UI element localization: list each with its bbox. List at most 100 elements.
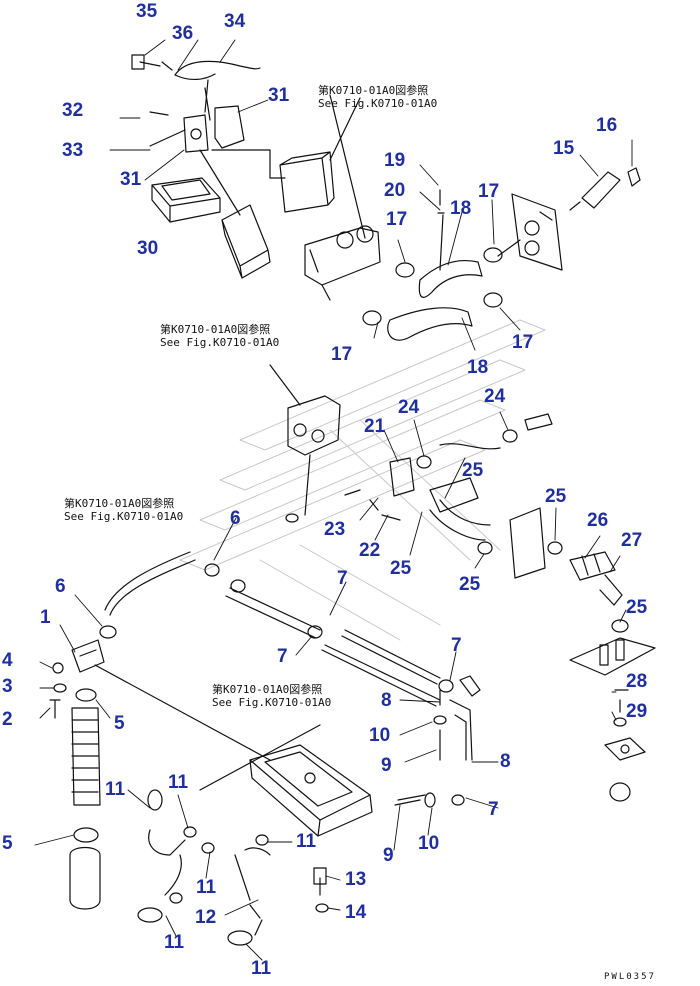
- controller-box: [221, 204, 271, 279]
- part-label: 26: [587, 510, 609, 531]
- reference-line-jp: 第K0710-01A0図参照: [318, 84, 429, 97]
- part-label: 25: [390, 558, 412, 579]
- part-label: 6: [55, 576, 66, 597]
- reference-line-jp: 第K0710-01A0図参照: [160, 323, 271, 336]
- part-label: 33: [62, 140, 84, 161]
- part-label: 13: [345, 869, 367, 890]
- part-label: 36: [172, 23, 194, 44]
- leader-lines: [34, 39, 633, 961]
- part-label: 28: [626, 671, 648, 692]
- part-label: 34: [224, 11, 246, 32]
- bottle: [69, 846, 101, 910]
- part-label: 30: [137, 238, 159, 259]
- part-label: 32: [62, 100, 84, 121]
- part-label: 7: [488, 799, 499, 820]
- cover-30: [151, 177, 221, 223]
- part-label: 6: [230, 508, 241, 529]
- relay-bracket: [214, 105, 245, 149]
- part-label: 11: [164, 932, 185, 953]
- reference-line-en: See Fig.K0710-01A0: [212, 696, 332, 709]
- part-label: 17: [331, 344, 353, 365]
- part-label: 29: [626, 701, 648, 722]
- bellows: [71, 707, 101, 806]
- part-label: 9: [381, 755, 392, 776]
- reference-line-en: See Fig.K0710-01A0: [64, 510, 184, 523]
- part-label: 15: [553, 138, 575, 159]
- part-label: 8: [381, 690, 392, 711]
- valve-26: [569, 551, 616, 581]
- part-label: 11: [296, 831, 317, 852]
- reference-line-en: See Fig.K0710-01A0: [318, 97, 438, 110]
- part-label: 9: [383, 845, 394, 866]
- part-label: 18: [467, 357, 489, 378]
- part-label: 10: [418, 833, 440, 854]
- hose-24: [439, 443, 501, 450]
- tray: [249, 744, 373, 837]
- watermark: [179, 319, 546, 641]
- heater-unit: [304, 94, 381, 301]
- part-label: 11: [251, 958, 272, 979]
- harness-assembly: [131, 54, 286, 216]
- reference-line-jp: 第K0710-01A0図参照: [212, 683, 323, 696]
- reference-note: 第K0710-01A0図参照 See Fig.K0710-01A0: [212, 683, 331, 709]
- small-hoses: [148, 829, 271, 919]
- part-label: 5: [2, 833, 13, 854]
- duct-pipes: [99, 551, 481, 761]
- part-label: 1: [40, 607, 51, 628]
- reference-note: 第K0710-01A0図参照 See Fig.K0710-01A0: [64, 497, 183, 523]
- lever-27: [599, 574, 623, 606]
- heater-plate: [497, 193, 563, 271]
- part-label: 35: [136, 1, 158, 22]
- reference-line-en: See Fig.K0710-01A0: [160, 336, 280, 349]
- part-label: 24: [398, 397, 420, 418]
- part-label: 17: [478, 181, 500, 202]
- part-label: 11: [105, 779, 126, 800]
- drawing-code: PWL0357: [604, 972, 656, 982]
- part-label: 14: [345, 902, 367, 923]
- part-label: 21: [364, 416, 386, 437]
- part-label: 17: [512, 332, 534, 353]
- part-label: 10: [369, 725, 391, 746]
- part-label: 4: [2, 650, 13, 671]
- part-label: 25: [462, 460, 484, 481]
- part-label: 7: [337, 568, 348, 589]
- part-label: 2: [2, 709, 13, 730]
- part-label: 5: [114, 713, 125, 734]
- part-label: 31: [120, 169, 142, 190]
- part-label: 19: [384, 150, 406, 171]
- valve-15: [569, 171, 621, 211]
- connector-block: [279, 151, 335, 213]
- part-label: 16: [596, 115, 618, 136]
- part-label: 7: [277, 646, 288, 667]
- part-label: 20: [384, 180, 406, 201]
- part-label: 24: [484, 386, 506, 407]
- part-label: 25: [626, 597, 648, 618]
- part-label: 25: [545, 486, 567, 507]
- clamp-16: [627, 167, 641, 187]
- part-label: 23: [324, 519, 346, 540]
- part-label: 11: [196, 877, 217, 898]
- part-label: 17: [386, 209, 408, 230]
- bracket-21: [389, 457, 415, 497]
- part-label: 22: [359, 540, 381, 561]
- vent-1: [71, 639, 105, 673]
- part-label: 8: [500, 751, 511, 772]
- part-label: 25: [459, 574, 481, 595]
- part-label: 18: [450, 198, 472, 219]
- hose-25: [429, 499, 491, 541]
- mount-plate: [569, 637, 656, 676]
- part-label: 31: [268, 85, 290, 106]
- gasket-29: [604, 737, 646, 761]
- heater-unit-middle: [269, 364, 341, 523]
- part-label: 7: [451, 635, 462, 656]
- part-label: 3: [2, 676, 13, 697]
- part-label: 27: [621, 530, 643, 551]
- part-label: 12: [195, 907, 217, 928]
- reference-note: 第K0710-01A0図参照 See Fig.K0710-01A0: [160, 323, 279, 349]
- reference-note: 第K0710-01A0図参照 See Fig.K0710-01A0: [318, 84, 437, 110]
- reference-line-jp: 第K0710-01A0図参照: [64, 497, 175, 510]
- hose-upper: [362, 247, 503, 341]
- part-label: 11: [168, 772, 189, 793]
